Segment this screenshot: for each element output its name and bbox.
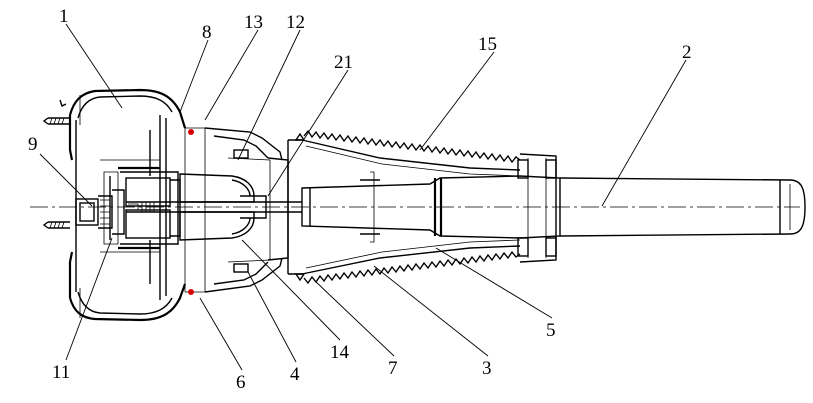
label-1: 1 (59, 6, 69, 27)
rolling-piston (287, 139, 521, 275)
upper-housing (100, 115, 206, 300)
label-12: 12 (286, 12, 305, 33)
label-3: 3 (482, 358, 492, 379)
label-8: 8 (202, 22, 212, 43)
upper-seal-mark (188, 129, 194, 135)
label-4: 4 (290, 364, 300, 385)
label-21: 21 (334, 52, 353, 73)
label-7: 7 (388, 358, 398, 379)
dust-bellows (294, 129, 521, 285)
label-5: 5 (546, 320, 556, 341)
label-14: 14 (330, 342, 350, 363)
label-6: 6 (236, 372, 246, 393)
leader-lines (39, 23, 687, 371)
piston-rod (126, 195, 302, 219)
lower-seal-mark (188, 289, 194, 295)
damper-cylinder (301, 153, 806, 263)
top-cover (42, 88, 187, 322)
label-11: 11 (52, 362, 70, 383)
bearing-block (118, 166, 181, 250)
outer-cylinder (204, 127, 289, 293)
electrical-connector (75, 189, 125, 235)
part-labels: 1 2 8 13 12 21 15 9 11 6 4 14 7 3 5 (28, 6, 692, 393)
label-2: 2 (682, 42, 692, 63)
label-9: 9 (28, 134, 38, 155)
label-15: 15 (478, 34, 497, 55)
label-13: 13 (244, 12, 263, 33)
